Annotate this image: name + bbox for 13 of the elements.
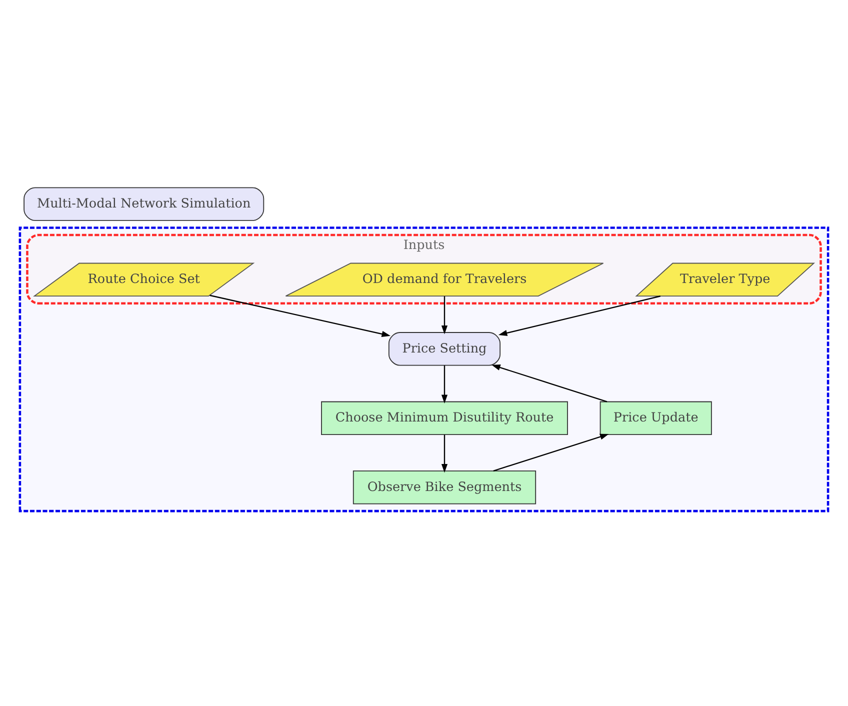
arrow <box>492 364 608 402</box>
arrow <box>441 296 448 334</box>
node-box: Observe Bike Segments <box>352 470 536 504</box>
node-box: Multi-Modal Network Simulation <box>24 187 264 221</box>
arrow <box>441 365 448 404</box>
arrow <box>493 434 609 472</box>
cluster <box>18 226 830 512</box>
arrow <box>441 434 448 473</box>
arrow <box>210 294 390 337</box>
node-box: Price Update <box>600 401 712 435</box>
arrow <box>498 296 660 336</box>
node-box: Price Setting <box>388 332 501 366</box>
node-box: Choose Minimum Disutility Route <box>321 401 568 435</box>
